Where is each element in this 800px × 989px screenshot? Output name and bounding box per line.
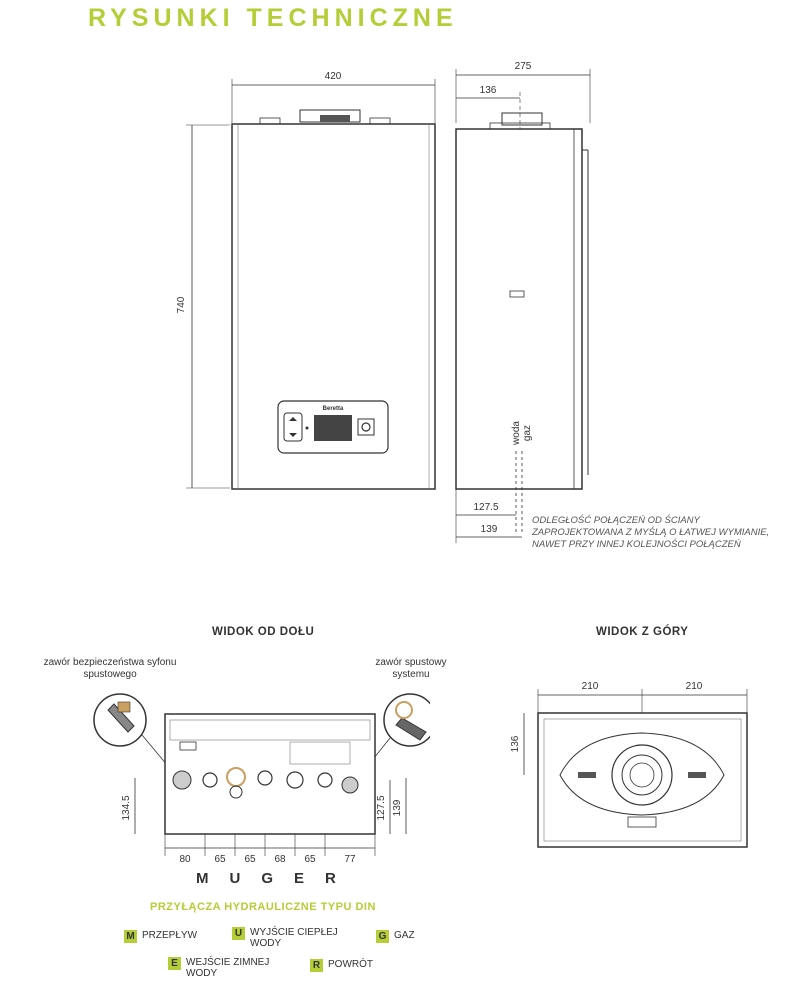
bottom-dim-1275: 127.5 [376, 795, 387, 820]
gas-label: gaz [522, 425, 533, 441]
front-width-label: 420 [325, 71, 342, 82]
wall-distance-note: ODLEGŁOŚĆ POŁĄCZEŃ OD ŚCIANY ZAPROJEKTOW… [532, 515, 770, 550]
front-view-drawing: 420 740 Beretta [176, 71, 436, 490]
bottom-dim-1345: 134.5 [121, 795, 132, 820]
callout-drain-valve: zawór spustowy systemu [375, 657, 447, 680]
callout-safety-valve: zawór bezpieczeństwa syfonu spustowego [43, 657, 177, 680]
page-title: RYSUNKI TECHNICZNE [88, 4, 458, 32]
top-view-label: WIDOK Z GÓRY [596, 626, 689, 638]
legend-text: PRZEPŁYW [142, 930, 198, 941]
spacing-label: 65 [214, 854, 226, 865]
legend-item-g: G GAZ [376, 930, 415, 943]
legend-text: WYJŚCIE CIEPŁEJ WODY [250, 927, 338, 949]
legend-item-r: R POWRÓT [310, 959, 373, 972]
legend-code: R [310, 959, 323, 972]
top-right-width: 210 [686, 681, 703, 692]
bottom-dim-139: 139 [392, 799, 403, 816]
connection-letters: MUGER [196, 870, 357, 887]
legend-text: WEJŚCIE ZIMNEJ WODY [186, 957, 270, 979]
legend-item-m: M PRZEPŁYW [124, 930, 197, 943]
spacing-label: 68 [274, 854, 286, 865]
side-offset-label: 136 [480, 85, 497, 96]
side-dim-139: 139 [481, 524, 498, 535]
brand-logo: Beretta [323, 406, 344, 412]
legend-item-u: U WYJŚCIE CIEPŁEJ WODY [232, 927, 352, 949]
legend-text: POWRÓT [328, 959, 373, 970]
spacing-label: 80 [179, 854, 191, 865]
side-view-drawing: 275 136 woda gaz 127.5 139 [455, 61, 591, 543]
side-dim-1275: 127.5 [473, 502, 498, 513]
side-width-label: 275 [515, 61, 532, 72]
legend-code: U [232, 927, 245, 940]
bottom-view-label: WIDOK OD DOŁU [212, 626, 315, 638]
top-left-width: 210 [582, 681, 599, 692]
legend-code: M [124, 930, 137, 943]
legend-code: G [376, 930, 389, 943]
spacing-label: 77 [344, 854, 356, 865]
spacing-label: 65 [244, 854, 256, 865]
water-label: woda [511, 421, 522, 446]
legend-item-e: E WEJŚCIE ZIMNEJ WODY [168, 957, 288, 979]
top-depth-label: 136 [510, 735, 521, 752]
legend-title: PRZYŁĄCZA HYDRAULICZNE TYPU DIN [150, 901, 376, 913]
spacing-label: 65 [304, 854, 316, 865]
legend-code: E [168, 957, 181, 970]
legend-text: GAZ [394, 930, 415, 941]
top-view-drawing: 210 210 136 [510, 681, 748, 848]
bottom-view-drawing: 134.5 127.5 139 80 65 65 68 65 77 [93, 693, 430, 865]
front-height-label: 740 [176, 296, 187, 313]
